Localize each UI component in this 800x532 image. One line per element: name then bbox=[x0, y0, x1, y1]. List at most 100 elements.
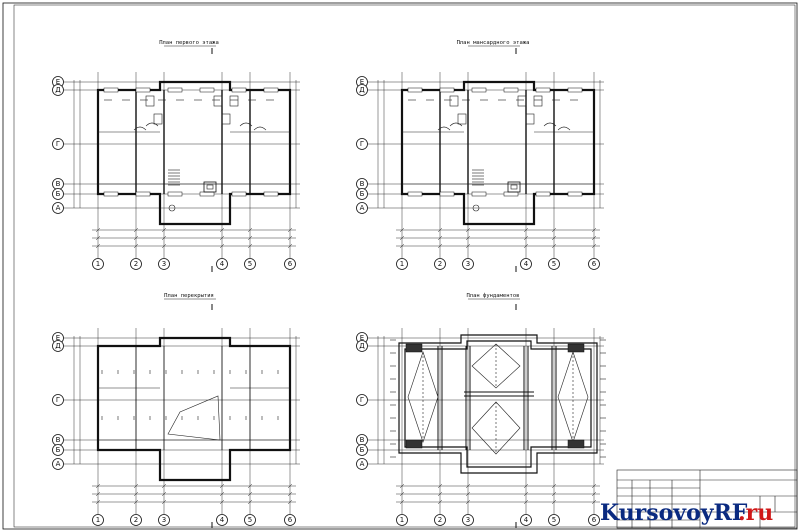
axis-bubble-col bbox=[244, 514, 256, 526]
axis-label-row: В bbox=[56, 180, 61, 188]
axis-label-row: Е bbox=[56, 334, 60, 342]
axis-bubble-col bbox=[588, 514, 600, 526]
axis-bubble-col bbox=[462, 258, 474, 270]
axis-bubble-col bbox=[92, 258, 104, 270]
axis-bubble-col bbox=[396, 258, 408, 270]
axis-label-col: 4 bbox=[220, 516, 225, 524]
axis-label-col: 3 bbox=[162, 516, 166, 524]
axis-bubble-col bbox=[396, 514, 408, 526]
axis-label-row: А bbox=[360, 460, 365, 468]
axis-bubble-col bbox=[130, 258, 142, 270]
axis-bubble-row bbox=[52, 458, 64, 470]
axis-label-row: А bbox=[56, 460, 61, 468]
axis-label-row: Б bbox=[56, 446, 61, 454]
axis-label-row: А bbox=[56, 204, 61, 212]
sheet-inner-frame bbox=[13, 4, 796, 528]
axis-label-row: Г bbox=[360, 396, 364, 404]
axis-label-col: 2 bbox=[134, 260, 138, 268]
axis-bubble-row bbox=[52, 394, 64, 406]
watermark: KursovoyRF .ru bbox=[600, 500, 773, 526]
watermark-text-main: KursovoyRF bbox=[600, 500, 748, 526]
axis-bubble-col bbox=[434, 514, 446, 526]
axis-label-col: 3 bbox=[466, 516, 470, 524]
axis-bubble-row bbox=[356, 84, 368, 96]
axis-bubble-row bbox=[356, 444, 368, 456]
axis-label-col: 4 bbox=[524, 516, 529, 524]
axis-bubble-row bbox=[356, 340, 368, 352]
axis-label-row: Б bbox=[360, 190, 365, 198]
axis-bubble-col bbox=[284, 258, 296, 270]
plan-title: План фундаментов bbox=[467, 293, 520, 299]
axis-label-col: 6 bbox=[592, 260, 597, 268]
axis-label-col: 6 bbox=[592, 516, 597, 524]
axis-label-col: 3 bbox=[162, 260, 166, 268]
axis-bubble-col bbox=[520, 514, 532, 526]
axis-bubble-col bbox=[548, 514, 560, 526]
axis-bubble-col bbox=[548, 258, 560, 270]
axis-bubble-row bbox=[356, 138, 368, 150]
axis-label-col: 6 bbox=[288, 260, 293, 268]
axis-bubble-row bbox=[52, 138, 64, 150]
axis-bubble-row bbox=[356, 458, 368, 470]
axis-label-row: Г bbox=[360, 140, 364, 148]
plan-title: План мансардного этажа bbox=[457, 40, 530, 46]
axis-label-col: 2 bbox=[438, 260, 442, 268]
axis-label-row: Е bbox=[56, 78, 60, 86]
axis-bubble-col bbox=[158, 514, 170, 526]
axis-bubble-col bbox=[520, 258, 532, 270]
axis-bubble-row bbox=[52, 188, 64, 200]
axis-label-col: 1 bbox=[400, 260, 404, 268]
axis-label-row: Б bbox=[360, 446, 365, 454]
axis-bubble-row bbox=[356, 188, 368, 200]
axis-label-col: 1 bbox=[96, 516, 100, 524]
axis-bubble-col bbox=[216, 258, 228, 270]
axis-label-col: 5 bbox=[552, 516, 556, 524]
axis-label-row: Б bbox=[56, 190, 61, 198]
axis-bubble-col bbox=[216, 514, 228, 526]
axis-bubble-row bbox=[356, 394, 368, 406]
axis-label-col: 4 bbox=[220, 260, 225, 268]
axis-label-col: 2 bbox=[438, 516, 442, 524]
axis-bubble-col bbox=[284, 514, 296, 526]
watermark-text-suffix: .ru bbox=[738, 500, 773, 526]
plan-title: План перекрытия bbox=[164, 293, 214, 299]
axis-label-row: Е bbox=[360, 78, 364, 86]
axis-bubble-col bbox=[130, 514, 142, 526]
axis-bubble-row bbox=[52, 202, 64, 214]
axis-label-row: Г bbox=[56, 396, 60, 404]
axis-bubble-col bbox=[588, 258, 600, 270]
axis-label-row: Д bbox=[55, 342, 61, 350]
axis-label-row: Д bbox=[55, 86, 61, 94]
axis-bubble-col bbox=[244, 258, 256, 270]
axis-label-col: 4 bbox=[524, 260, 529, 268]
axis-label-col: 5 bbox=[248, 260, 252, 268]
axis-label-row: Г bbox=[56, 140, 60, 148]
axis-label-row: В bbox=[360, 436, 365, 444]
axis-label-row: Е bbox=[360, 334, 364, 342]
title-block bbox=[616, 469, 798, 529]
axis-label-col: 5 bbox=[552, 260, 556, 268]
plan-title: План первого этажа bbox=[159, 40, 219, 46]
axis-label-col: 1 bbox=[400, 516, 404, 524]
axis-bubble-col bbox=[434, 258, 446, 270]
axis-label-row: Д bbox=[359, 342, 365, 350]
axis-label-row: А bbox=[360, 204, 365, 212]
axis-bubble-row bbox=[52, 444, 64, 456]
axis-bubble-col bbox=[462, 514, 474, 526]
axis-label-row: Д bbox=[359, 86, 365, 94]
axis-label-col: 1 bbox=[96, 260, 100, 268]
axis-bubble-col bbox=[158, 258, 170, 270]
axis-bubble-row bbox=[356, 202, 368, 214]
axis-bubble-row bbox=[52, 340, 64, 352]
axis-bubble-row bbox=[52, 84, 64, 96]
axis-label-row: В bbox=[360, 180, 365, 188]
axis-bubble-col bbox=[92, 514, 104, 526]
axis-label-col: 2 bbox=[134, 516, 138, 524]
axis-label-col: 5 bbox=[248, 516, 252, 524]
